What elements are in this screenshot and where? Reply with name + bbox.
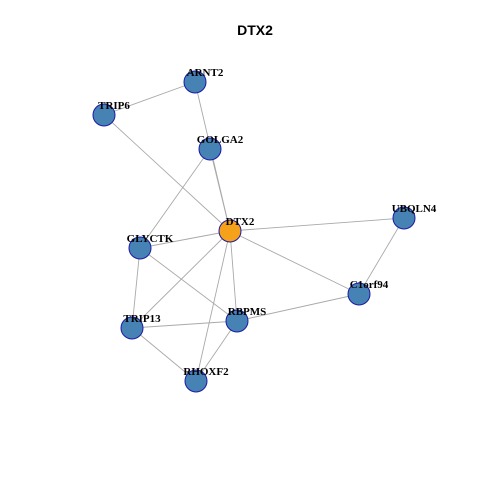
node-c1orf94[interactable]: C1orf94 — [347, 279, 389, 306]
node-label: GLYCTK — [127, 233, 174, 245]
edge-dtx2-c1orf94 — [229, 230, 360, 295]
node-label: ARNT2 — [187, 67, 224, 79]
edge-golga2-dtx2 — [209, 148, 231, 232]
node-label: DTX2 — [226, 216, 255, 228]
edges-layer — [103, 81, 405, 382]
node-label: TRIP6 — [98, 100, 130, 112]
node-label: TRIP13 — [123, 313, 161, 325]
node-dtx2[interactable]: DTX2 — [218, 216, 255, 243]
node-circle[interactable] — [392, 206, 416, 230]
node-circle[interactable] — [198, 137, 222, 161]
node-rhoxf2[interactable]: RHOXF2 — [183, 366, 229, 393]
edge-arnt2-trip6 — [103, 81, 196, 116]
node-circle[interactable] — [218, 219, 242, 243]
node-circle[interactable] — [225, 309, 249, 333]
node-trip6[interactable]: TRIP6 — [92, 100, 130, 127]
edge-golga2-glyctk — [139, 148, 211, 249]
node-label: RBPMS — [228, 306, 267, 318]
edge-dtx2-rbpms — [229, 230, 238, 322]
node-circle[interactable] — [347, 282, 371, 306]
node-trip13[interactable]: TRIP13 — [120, 313, 161, 340]
edge-rbpms-rhoxf2 — [195, 320, 238, 382]
edge-glyctk-trip13 — [131, 247, 141, 329]
edge-dtx2-ubqln4 — [229, 217, 405, 232]
node-ubqln4[interactable]: UBQLN4 — [392, 203, 437, 230]
node-circle[interactable] — [184, 369, 208, 393]
edge-trip6-dtx2 — [103, 114, 231, 232]
edge-ubqln4-c1orf94 — [358, 217, 405, 295]
node-circle[interactable] — [183, 70, 207, 94]
edge-c1orf94-rbpms — [236, 293, 360, 322]
edge-rbpms-trip13 — [131, 320, 238, 329]
node-rbpms[interactable]: RBPMS — [225, 306, 267, 333]
node-circle[interactable] — [128, 236, 152, 260]
edge-dtx2-glyctk — [139, 230, 231, 249]
node-arnt2[interactable]: ARNT2 — [183, 67, 224, 94]
edge-glyctk-rbpms — [139, 247, 238, 322]
node-label: C1orf94 — [350, 279, 389, 291]
node-golga2[interactable]: GOLGA2 — [197, 134, 244, 161]
node-label: UBQLN4 — [392, 203, 437, 215]
node-glyctk[interactable]: GLYCTK — [127, 233, 174, 260]
node-label: GOLGA2 — [197, 134, 244, 146]
node-circle[interactable] — [120, 316, 144, 340]
node-label: RHOXF2 — [183, 366, 229, 378]
edge-trip13-rhoxf2 — [131, 327, 197, 382]
edge-dtx2-trip13 — [131, 230, 231, 329]
diagram-title: DTX2 — [237, 22, 273, 38]
edge-dtx2-rhoxf2 — [195, 230, 231, 382]
node-circle[interactable] — [92, 103, 116, 127]
